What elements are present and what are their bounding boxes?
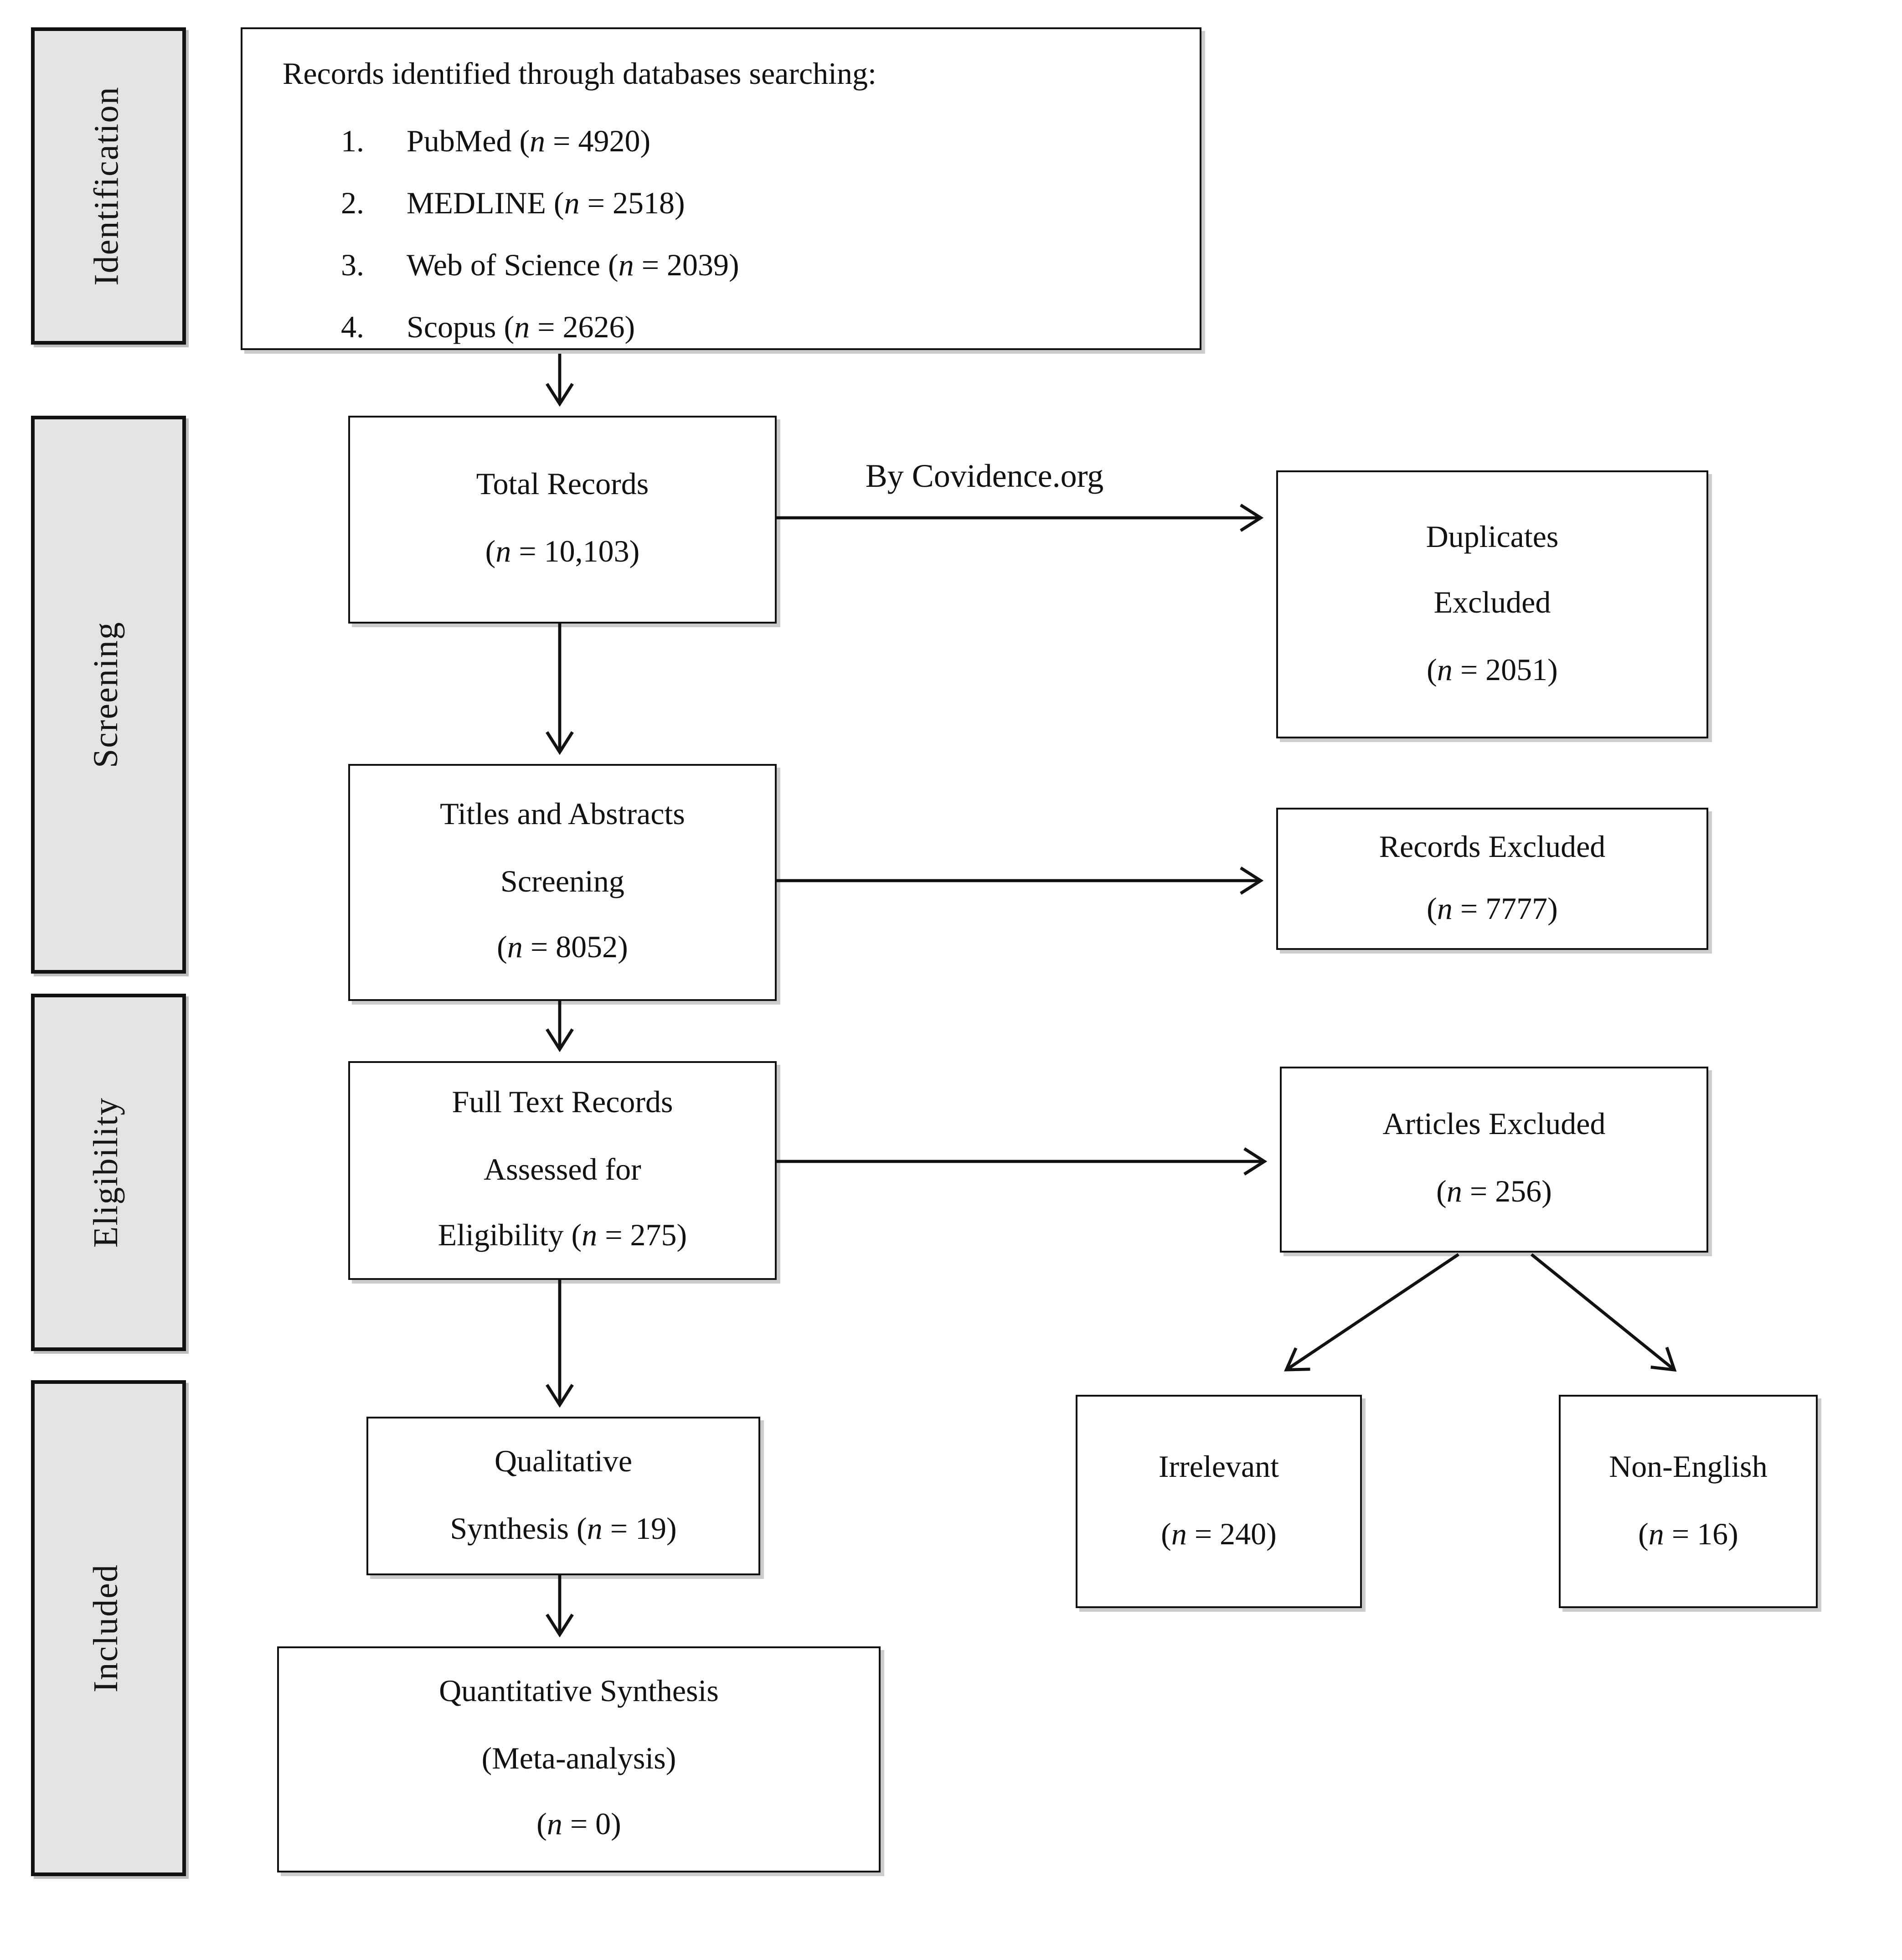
box-total-records: Total Records (n = 10,103) <box>348 416 777 624</box>
stage-identification-label: Identification <box>88 86 127 286</box>
stage-identification: Identification <box>31 27 186 345</box>
arrow-articles-to-nonenglish <box>1530 1253 1677 1372</box>
box-records-identified: Records identified through databases sea… <box>241 27 1201 350</box>
box-text-line: Assessed for <box>484 1151 641 1186</box>
box-text-line: Duplicates <box>1426 519 1559 554</box>
list-item-text: Web of Science (n = 2039) <box>407 247 739 282</box>
arrow-articles-to-irrelevant <box>1284 1253 1459 1372</box>
database-list-item: 4. Scopus (n = 2626) <box>341 296 739 358</box>
list-item-text: MEDLINE (n = 2518) <box>407 185 685 220</box>
box-text-line: Titles and Abstracts <box>440 797 685 832</box>
stage-screening-label: Screening <box>88 621 127 768</box>
box-text-line: Irrelevant <box>1158 1449 1279 1484</box>
list-item-number: 4. <box>341 309 364 344</box>
database-list: 1. PubMed (n = 4920) 2. MEDLINE (n = 2518) 3… <box>341 110 739 358</box>
box-text-line: (n = 2051) <box>1427 652 1558 687</box>
box-records-excluded: Records Excluded (n = 7777) <box>1276 808 1708 950</box>
list-item-number: 3. <box>341 247 364 282</box>
database-list-item: 2. MEDLINE (n = 2518) <box>341 172 739 234</box>
box-text-line: (n = 0) <box>536 1807 621 1842</box>
stage-screening: Screening <box>31 416 186 974</box>
database-list-item: 3. Web of Science (n = 2039) <box>341 234 739 296</box>
box-text-line: (n = 16) <box>1638 1516 1738 1551</box>
box-text-line: (n = 256) <box>1436 1174 1552 1209</box>
covidence-arrow-label: By Covidence.org <box>865 458 1104 494</box>
box-text-line: Full Text Records <box>452 1085 673 1120</box>
box-articles-excluded: Articles Excluded (n = 256) <box>1280 1067 1708 1253</box>
stage-included: Included <box>31 1380 186 1876</box>
box-non-english: Non-English (n = 16) <box>1559 1395 1818 1608</box>
stage-eligibility: Eligibility <box>31 994 186 1351</box>
box-text-line: Articles Excluded <box>1382 1107 1606 1142</box>
box-text-line: Records Excluded <box>1379 830 1606 864</box>
box-text-line: Synthesis (n = 19) <box>450 1511 677 1545</box>
box-text-line: Screening <box>500 863 624 898</box>
box-text-line: Quantitative Synthesis <box>439 1674 719 1709</box>
stage-included-label: Included <box>88 1564 127 1692</box>
list-item-text: PubMed (n = 4920) <box>407 123 651 158</box>
box-text-line: Eligibility (n = 275) <box>438 1218 687 1253</box>
box-text-line: (n = 7777) <box>1427 892 1558 926</box>
records-identified-title: Records identified through databases sea… <box>283 57 876 91</box>
box-text-line: Qualitative <box>494 1444 633 1479</box>
box-text-line: (Meta-analysis) <box>481 1740 676 1775</box>
stage-eligibility-label: Eligibility <box>88 1097 127 1248</box>
box-quantitative-synthesis: Quantitative Synthesis (Meta-analysis) (n … <box>277 1646 881 1872</box>
box-text-line: Excluded <box>1433 585 1551 620</box>
box-irrelevant: Irrelevant (n = 240) <box>1076 1395 1362 1608</box>
box-text-line: Non-English <box>1609 1449 1768 1484</box>
box-text-line: Total Records <box>476 467 649 502</box>
database-list-item: 1. PubMed (n = 4920) <box>341 110 739 172</box>
box-text-line: (n = 10,103) <box>485 534 640 569</box>
list-item-text: Scopus (n = 2626) <box>407 309 635 344</box>
box-text-line: (n = 8052) <box>497 930 628 965</box>
list-item-number: 2. <box>341 185 364 220</box>
box-text-line: (n = 240) <box>1161 1516 1277 1551</box>
list-item-number: 1. <box>341 123 364 158</box>
